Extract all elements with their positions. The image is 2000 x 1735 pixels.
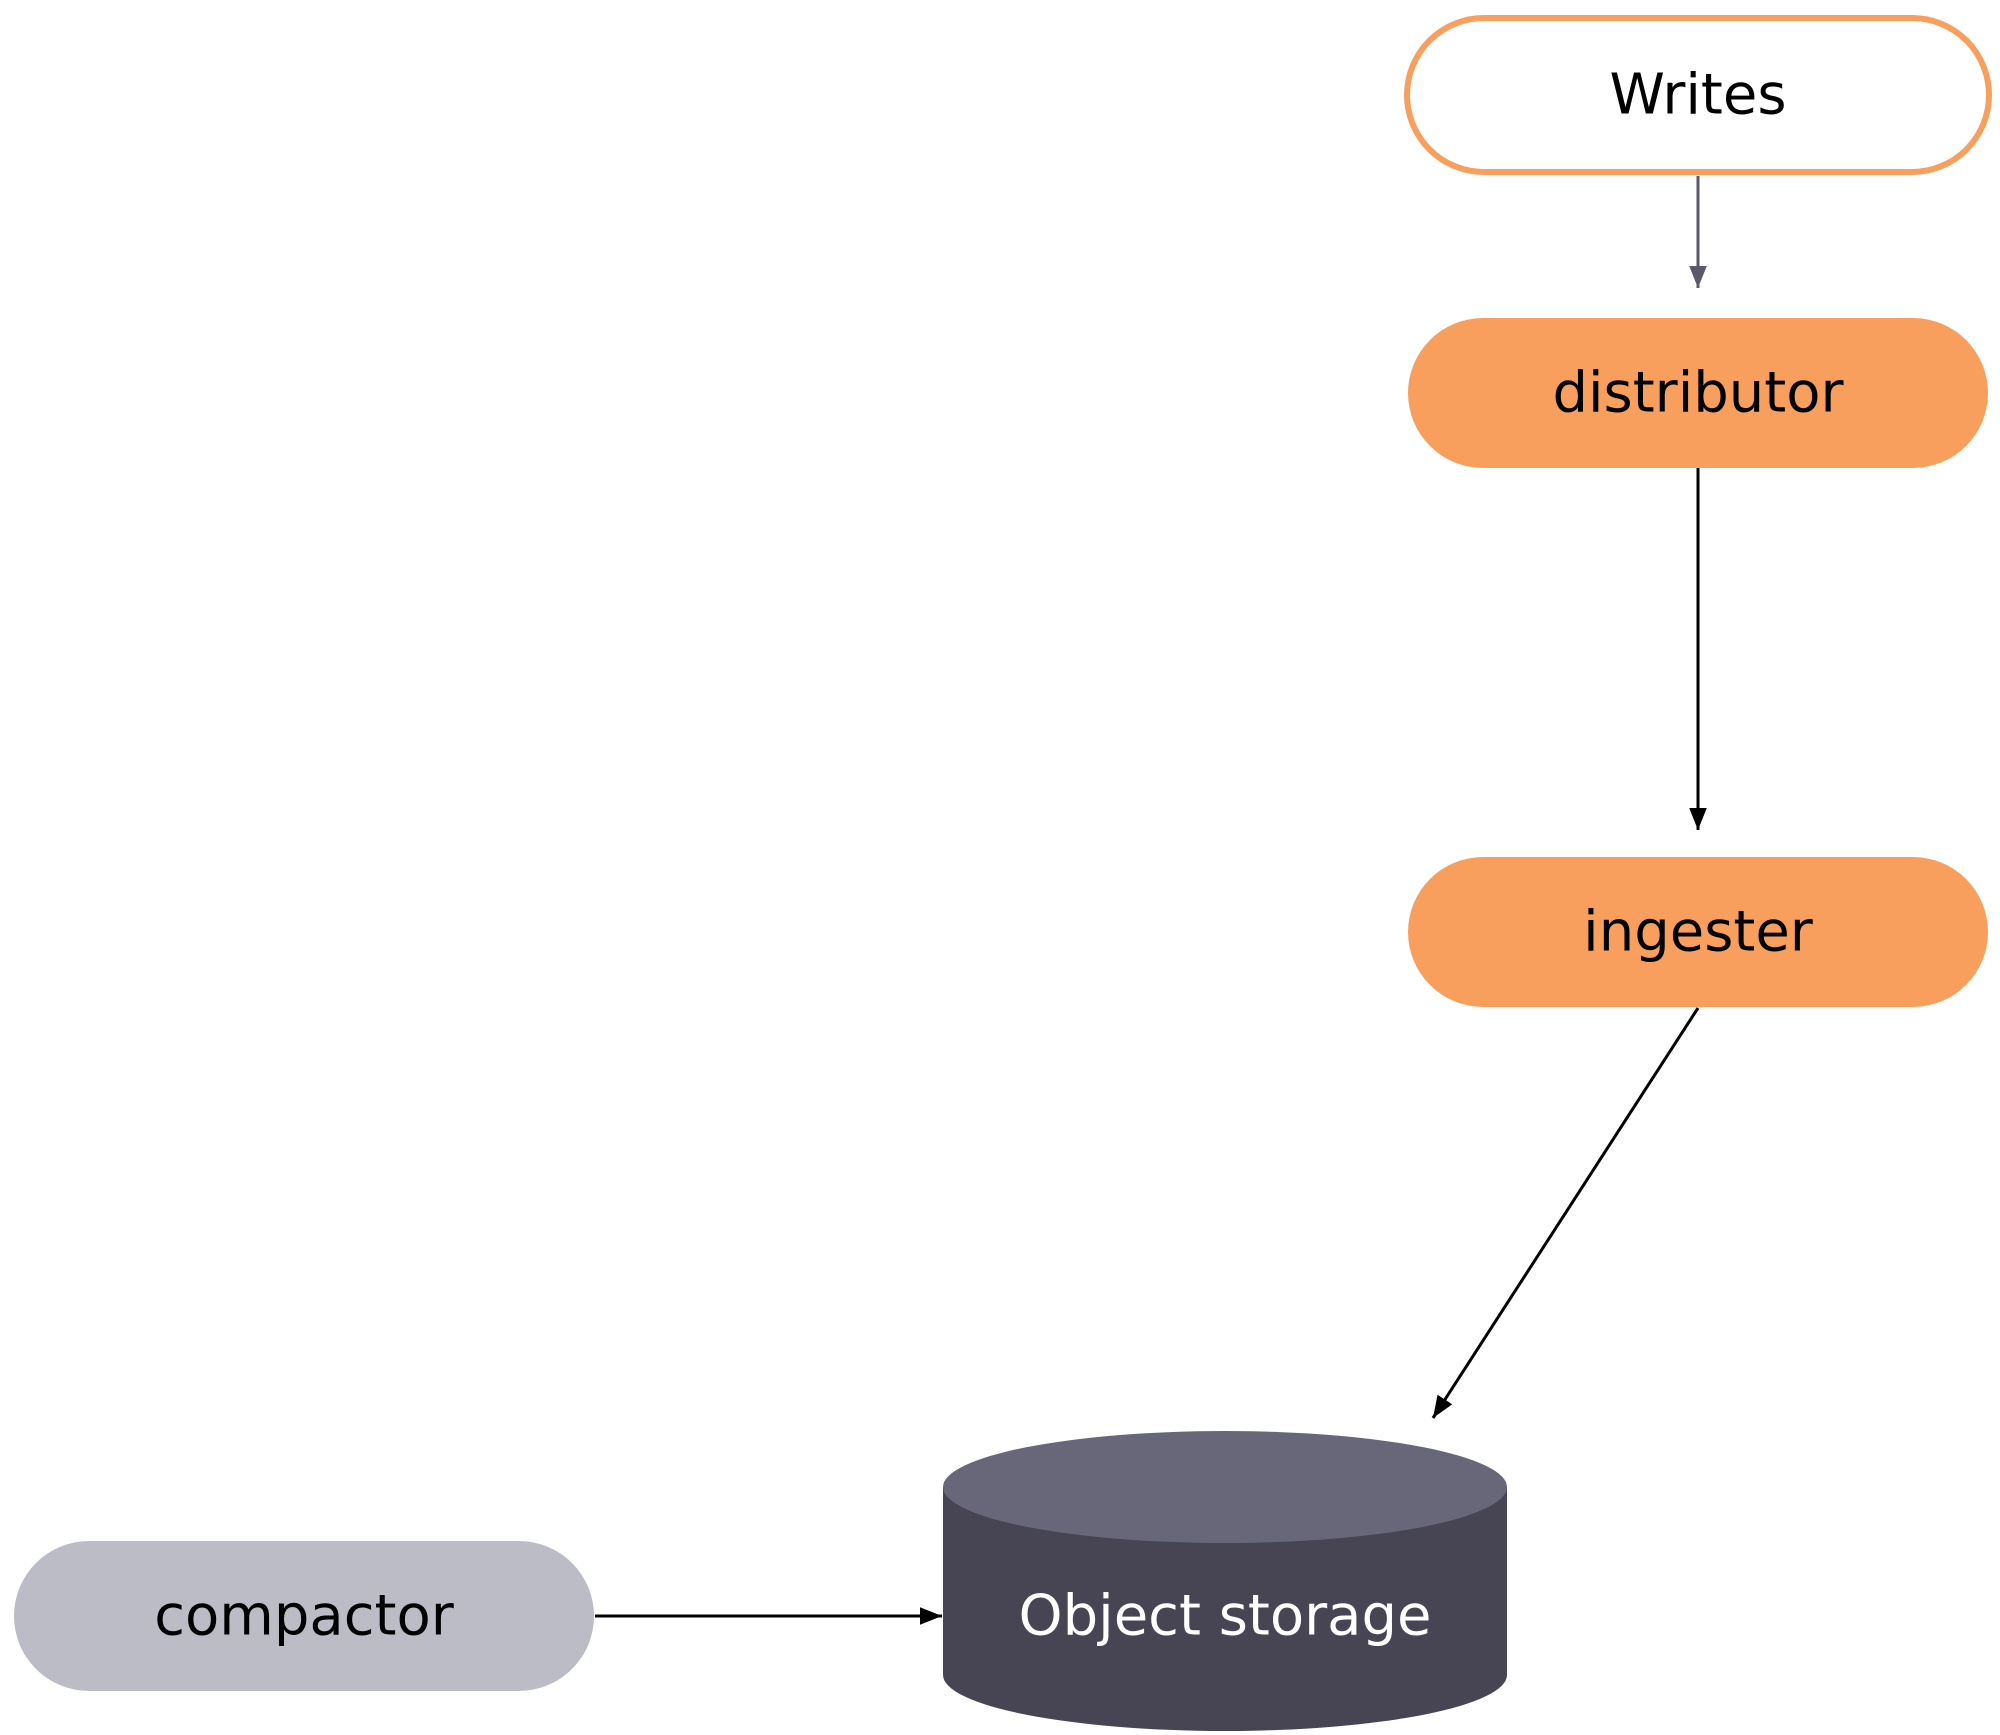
- node-object-storage: Object storage: [943, 1431, 1507, 1731]
- compactor-shape: [14, 1541, 594, 1691]
- distributor-shape: [1408, 318, 1988, 468]
- writes-label: Writes: [1609, 63, 1786, 128]
- ingester-label: ingester: [1583, 900, 1814, 965]
- node-ingester: ingester: [1408, 857, 1988, 1007]
- node-writes: Writes: [1404, 15, 1992, 175]
- ingester-shape: [1408, 857, 1988, 1007]
- object-storage-top: [943, 1431, 1507, 1543]
- compactor-label: compactor: [154, 1584, 454, 1649]
- node-compactor: compactor: [14, 1541, 594, 1691]
- edges: [595, 176, 1707, 1625]
- writes-shape: [1404, 15, 1992, 175]
- edge-ingester-to-object-storage: [1431, 1007, 1700, 1419]
- distributor-label: distributor: [1552, 361, 1844, 426]
- object-storage-body: [943, 1487, 1507, 1731]
- node-distributor: distributor: [1408, 318, 1988, 468]
- object-storage-label: Object storage: [1019, 1584, 1432, 1649]
